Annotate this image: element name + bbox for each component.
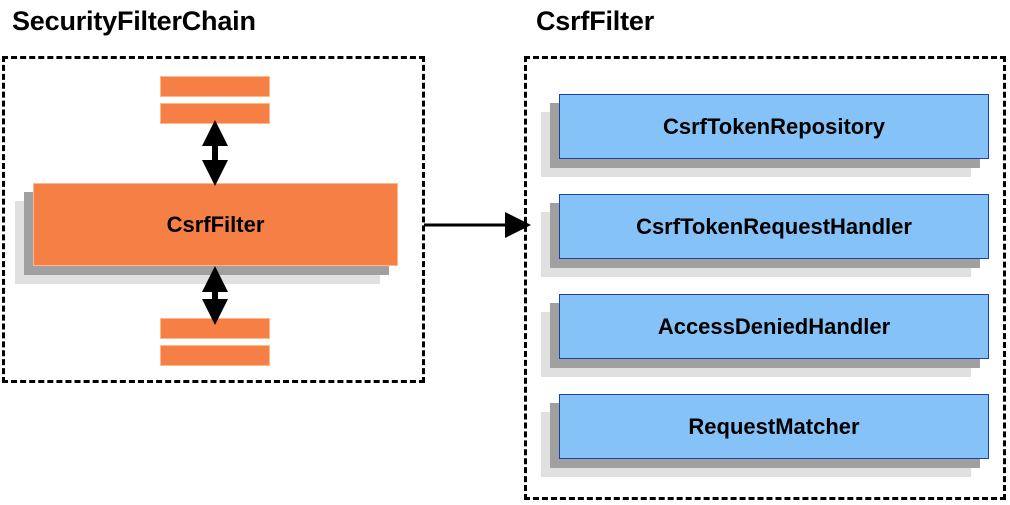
csrf-filter-block[interactable]: CsrfFilter [15,183,398,284]
access-denied-handler-label: AccessDeniedHandler [657,313,891,339]
panel-title-security-filter-chain: SecurityFilterChain [12,6,256,36]
csrf-token-request-handler-label: CsrfTokenRequestHandler [636,213,912,239]
panel-title-csrf-filter: CsrfFilter [536,6,655,36]
csrf-filter-face: CsrfFilter [33,183,398,266]
csrf-token-repository-label: CsrfTokenRepository [662,113,886,139]
filter-bar-bottom-2 [160,345,270,366]
csrf-token-request-handler-face: CsrfTokenRequestHandler [559,194,989,259]
panel-security-filter-chain [2,56,425,383]
csrf-filter-label: CsrfFilter [166,211,265,237]
request-matcher-block[interactable]: RequestMatcher [541,394,989,477]
request-matcher-label: RequestMatcher [688,413,860,439]
panel-csrf-filter [524,56,1006,500]
filter-bar-top-2 [160,103,270,124]
access-denied-handler-block[interactable]: AccessDeniedHandler [541,294,989,377]
request-matcher-face: RequestMatcher [559,394,989,459]
csrf-token-repository-block[interactable]: CsrfTokenRepository [541,94,989,177]
csrf-token-repository-face: CsrfTokenRepository [559,94,989,159]
access-denied-handler-face: AccessDeniedHandler [559,294,989,359]
filter-bar-top-1 [160,76,270,97]
arrow-panel-bridge [424,212,531,238]
csrf-token-request-handler-block[interactable]: CsrfTokenRequestHandler [541,194,989,277]
filter-bar-bottom-1 [160,318,270,339]
